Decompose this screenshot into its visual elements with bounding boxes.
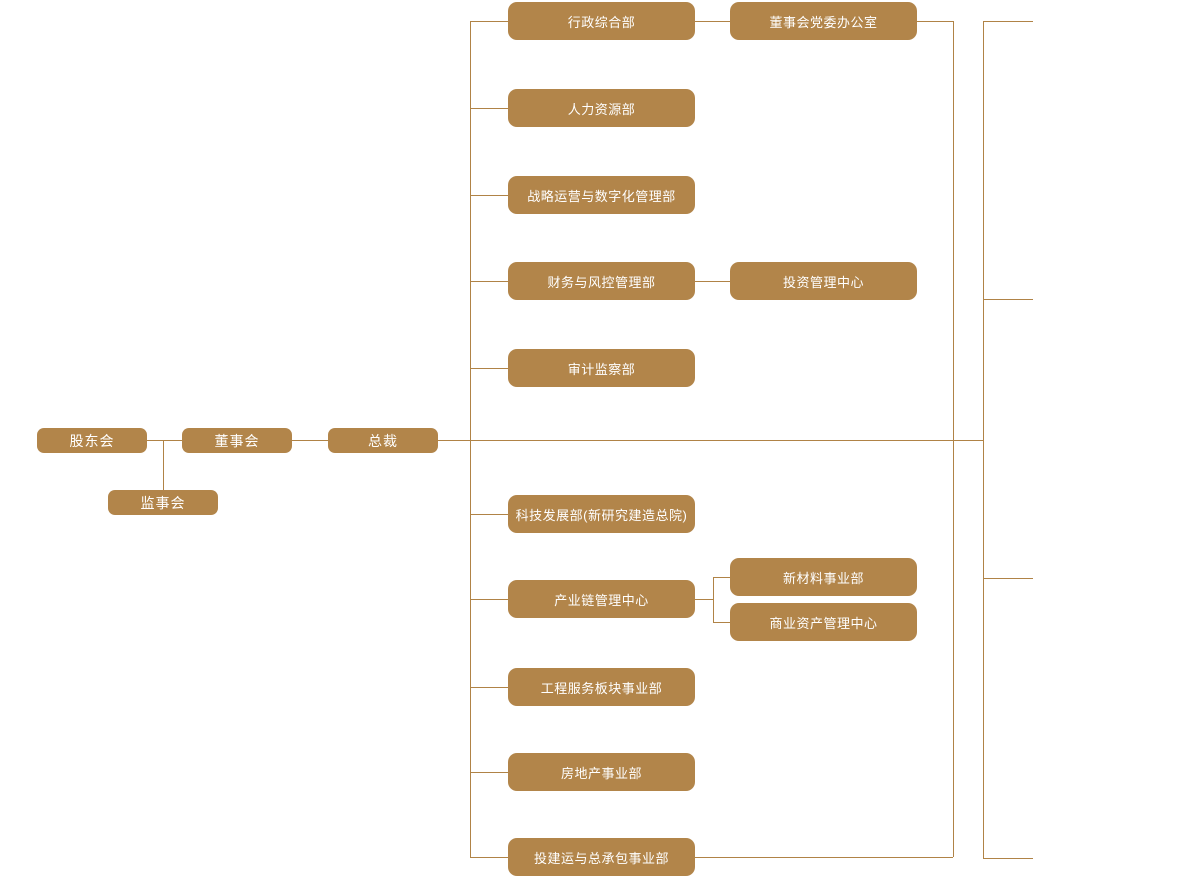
connector-line (470, 21, 471, 857)
org-node-label: 产业链管理中心 (554, 592, 649, 608)
org-node-invest-build-operate-epc-bu: 投建运与总承包事业部 (508, 838, 695, 876)
org-node-label: 投建运与总承包事业部 (533, 850, 669, 866)
connector-line (470, 599, 508, 600)
org-node-label: 行政综合部 (567, 14, 636, 30)
connector-line (713, 577, 714, 623)
org-node-human-resources-dept: 人力资源部 (508, 89, 695, 127)
connector-line (163, 440, 164, 490)
connector-line (695, 599, 713, 600)
org-node-label: 人力资源部 (567, 101, 636, 117)
connector-line (470, 108, 508, 109)
org-node-label: 董事会 (214, 432, 260, 449)
org-node-label: 董事会党委办公室 (769, 14, 878, 30)
connector-line (713, 622, 730, 623)
org-node-label: 总裁 (368, 432, 398, 449)
org-node-supervisory-board: 监事会 (108, 490, 218, 515)
connector-line (470, 368, 508, 369)
connector-line (695, 857, 953, 858)
org-node-board-of-directors: 董事会 (182, 428, 292, 453)
connector-line (713, 577, 730, 578)
org-node-tech-development-dept: 科技发展部(新研究建造总院) (508, 495, 695, 533)
org-node-label: 审计监察部 (567, 361, 636, 377)
org-node-shareholders-meeting: 股东会 (37, 428, 147, 453)
org-node-industry-chain-center: 产业链管理中心 (508, 580, 695, 618)
org-node-strategy-digital-dept: 战略运营与数字化管理部 (508, 176, 695, 214)
connector-line (983, 858, 1033, 859)
org-node-label: 工程服务板块事业部 (540, 680, 663, 696)
connector-line (695, 281, 730, 282)
org-node-label: 监事会 (140, 494, 186, 511)
org-node-label: 新材料事业部 (782, 570, 864, 586)
connector-line (470, 195, 508, 196)
org-node-audit-supervision-dept: 审计监察部 (508, 349, 695, 387)
org-node-investment-mgmt-center: 投资管理中心 (730, 262, 917, 300)
org-node-label: 商业资产管理中心 (769, 615, 878, 631)
org-node-finance-risk-dept: 财务与风控管理部 (508, 262, 695, 300)
connector-line (470, 281, 508, 282)
connector-line (983, 21, 984, 858)
org-node-new-materials-bu: 新材料事业部 (730, 558, 917, 596)
connector-line (983, 299, 1033, 300)
org-node-label: 科技发展部(新研究建造总院) (515, 507, 688, 523)
org-node-board-party-office: 董事会党委办公室 (730, 2, 917, 40)
org-node-label: 股东会 (69, 432, 115, 449)
org-node-label: 房地产事业部 (560, 765, 642, 781)
connector-line (470, 514, 508, 515)
connector-line (953, 21, 954, 857)
connector-line (147, 440, 182, 441)
connector-line (983, 21, 1033, 22)
connector-line (917, 21, 953, 22)
org-node-commercial-assets-center: 商业资产管理中心 (730, 603, 917, 641)
connector-line (438, 440, 984, 441)
connector-line (695, 21, 730, 22)
connector-line (983, 578, 1033, 579)
connector-line (470, 772, 508, 773)
org-node-label: 财务与风控管理部 (547, 274, 656, 290)
org-node-admin-general-dept: 行政综合部 (508, 2, 695, 40)
org-node-president: 总裁 (328, 428, 438, 453)
connector-line (470, 857, 508, 858)
connector-line (470, 687, 508, 688)
connector-line (292, 440, 328, 441)
connector-line (470, 21, 508, 22)
org-node-label: 战略运营与数字化管理部 (527, 188, 676, 204)
org-node-label: 投资管理中心 (782, 274, 864, 290)
org-node-real-estate-bu: 房地产事业部 (508, 753, 695, 791)
org-node-engineering-services-bu: 工程服务板块事业部 (508, 668, 695, 706)
